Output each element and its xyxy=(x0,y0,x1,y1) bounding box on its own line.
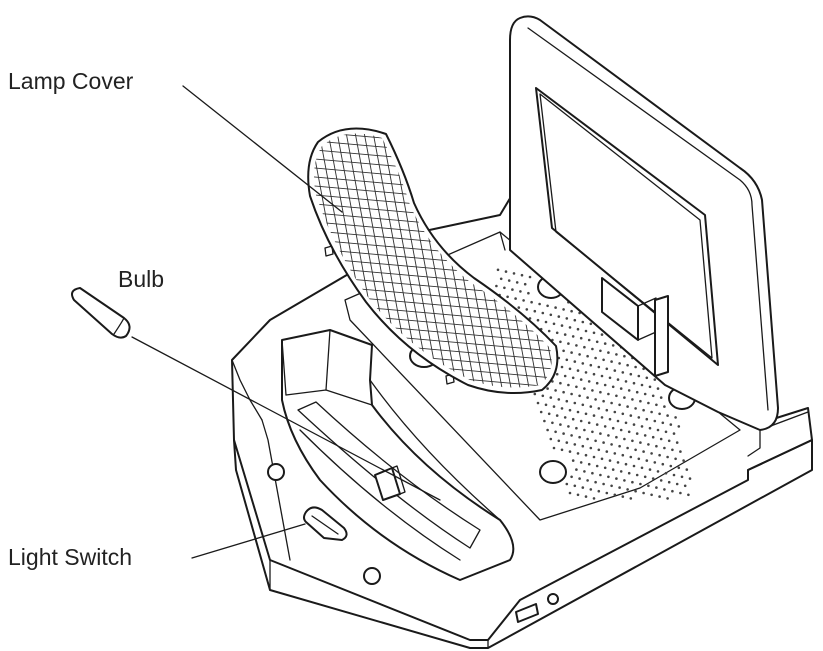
bulb-label: Bulb xyxy=(118,266,165,292)
bulb-housing xyxy=(281,329,515,581)
lamp-cover-leader xyxy=(182,85,343,213)
side-controls xyxy=(267,463,381,585)
leader-lines xyxy=(131,85,441,559)
folding-screen xyxy=(509,15,779,431)
front-port xyxy=(515,593,559,623)
bulb-leader xyxy=(131,336,441,501)
light-switch-label: Light Switch xyxy=(8,544,133,570)
light-switch-leader xyxy=(191,523,306,559)
bulb-part xyxy=(71,287,131,339)
lamp-cover-label: Lamp Cover xyxy=(8,68,134,94)
